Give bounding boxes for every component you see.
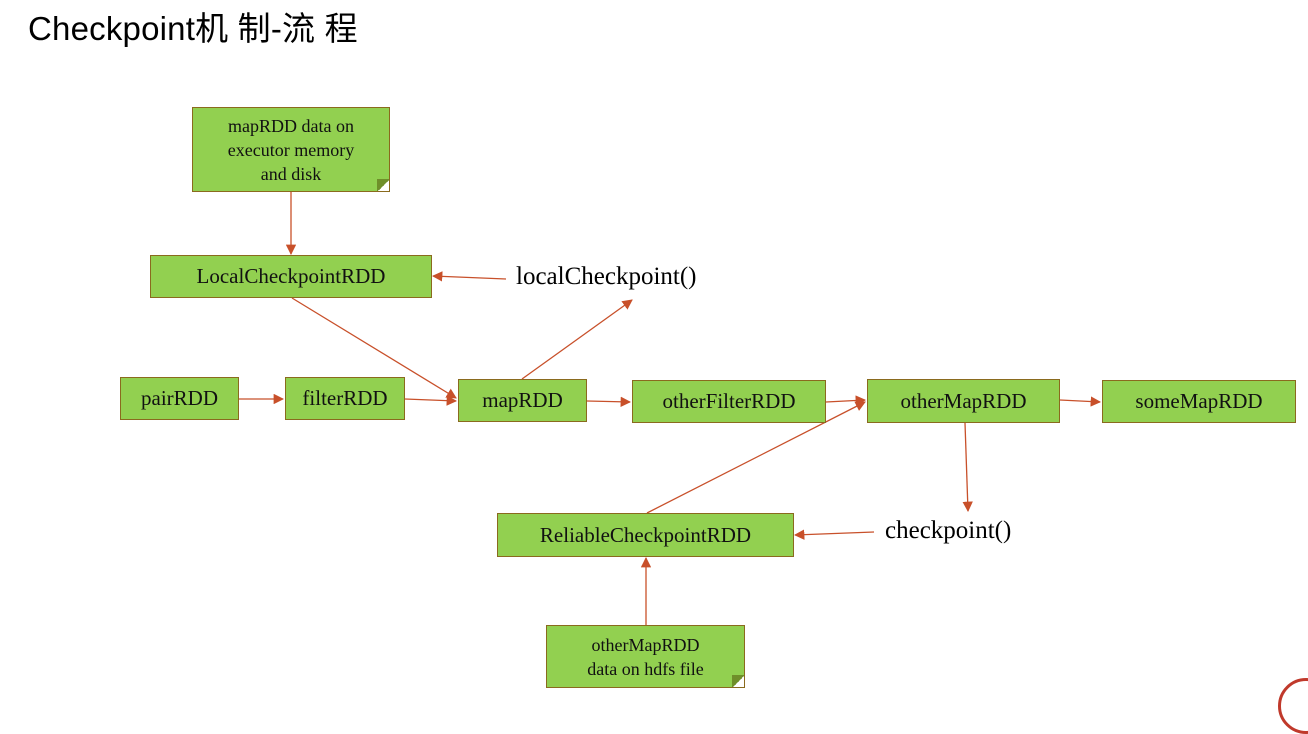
node-local-checkpoint-rdd: LocalCheckpointRDD [150, 255, 432, 298]
node-map-rdd: mapRDD [458, 379, 587, 422]
node-some-map-rdd: someMapRDD [1102, 380, 1296, 423]
arrow-local-checkpoint-op-to-local-rdd [431, 271, 507, 282]
node-other-map-rdd: otherMapRDD [867, 379, 1060, 423]
label-checkpoint-op: checkpoint() [885, 517, 1012, 544]
arrow-local-rdd-to-map-rdd [291, 297, 457, 399]
arrow-map-to-other-filter [586, 396, 632, 407]
arrow-other-map-to-some-map [1059, 396, 1102, 407]
note-map-rdd-data: mapRDD data on executor memory and disk [192, 107, 390, 192]
node-filter-rdd: filterRDD [285, 377, 405, 420]
note-other-map-rdd-data: otherMapRDD data on hdfs file [546, 625, 745, 688]
page-title: Checkpoint机 制-流 程 [28, 10, 358, 47]
node-other-filter-rdd: otherFilterRDD [632, 380, 826, 423]
flow-arrows [239, 191, 1102, 625]
label-local-checkpoint-op: localCheckpoint() [516, 263, 697, 290]
node-reliable-checkpoint-rdd: ReliableCheckpointRDD [497, 513, 794, 557]
node-pair-rdd: pairRDD [120, 377, 239, 420]
arrow-reliable-rdd-to-other-map [646, 401, 866, 514]
arrow-other-map-to-checkpoint-op [962, 422, 973, 513]
arrow-checkpoint-op-to-reliable-rdd [793, 529, 875, 540]
arrow-map-rdd-to-local-checkpoint-op [521, 299, 633, 380]
arrow-other-filter-to-other-map [825, 395, 867, 406]
arrow-filter-to-map [404, 395, 458, 406]
